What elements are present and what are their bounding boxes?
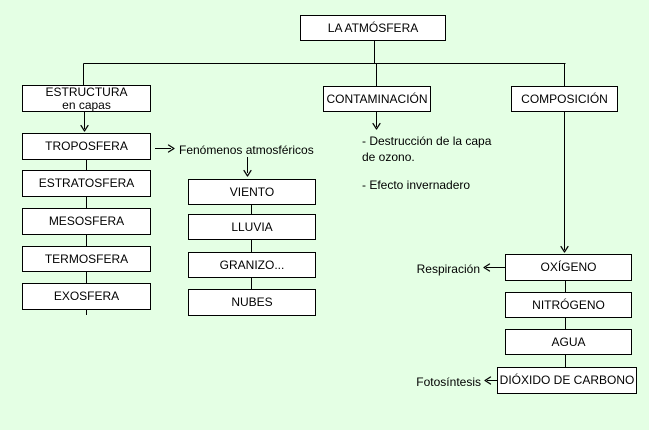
box-lluvia-label: LLUVIA xyxy=(231,219,273,234)
box-troposfera-label: TROPOSFERA xyxy=(45,139,128,153)
fotosintesis-label: Fotosíntesis xyxy=(416,375,481,389)
box-nitrogeno: NITRÓGENO xyxy=(505,292,632,318)
box-contaminacion-label: CONTAMINACIÓN xyxy=(326,91,428,106)
box-composicion: COMPOSICIÓN xyxy=(511,86,618,112)
box-composicion-label: COMPOSICIÓN xyxy=(521,91,608,106)
box-troposfera: TROPOSFERA xyxy=(22,133,151,160)
box-dioxido-de-carbono-label: DIÓXIDO DE CARBONO xyxy=(499,373,635,387)
respiracion-label: Respiración xyxy=(416,262,480,276)
contaminacion-note-ozono-line2: de ozono. xyxy=(362,150,415,164)
box-nitrogeno-label: NITRÓGENO xyxy=(532,297,605,312)
box-mesosfera-label: MESOSFERA xyxy=(48,214,125,228)
box-estructura-label-line2: en capas xyxy=(62,97,111,112)
box-estructura-en-capas: ESTRUCTURA en capas xyxy=(22,85,151,112)
box-agua-label: AGUA xyxy=(551,334,586,349)
box-nubes: NUBES xyxy=(188,289,316,316)
box-oxigeno-label: OXÍGENO xyxy=(540,260,597,274)
box-agua: AGUA xyxy=(505,329,632,355)
arrowheads xyxy=(80,122,569,385)
box-oxigeno: OXÍGENO xyxy=(505,254,632,281)
box-mesosfera: MESOSFERA xyxy=(22,208,151,235)
box-estratosfera-label: ESTRATOSFERA xyxy=(38,176,135,190)
box-exosfera-label: EXOSFERA xyxy=(53,289,120,303)
box-estructura-label-line1: ESTRUCTURA xyxy=(45,84,128,99)
contaminacion-note-invernadero: - Efecto invernadero xyxy=(362,178,471,192)
box-termosfera: TERMOSFERA xyxy=(22,246,151,272)
contaminacion-note-ozono-line1: - Destrucción de la capa xyxy=(362,134,492,148)
connector-line-paths xyxy=(83,41,566,381)
box-estratosfera: ESTRATOSFERA xyxy=(22,170,151,197)
box-dioxido-de-carbono: DIÓXIDO DE CARBONO xyxy=(497,367,637,394)
box-viento: VIENTO xyxy=(188,179,316,205)
box-nubes-label: NUBES xyxy=(231,295,273,309)
box-contaminacion: CONTAMINACIÓN xyxy=(323,86,431,112)
box-viento-label: VIENTO xyxy=(229,184,275,199)
box-la-atmosfera: LA ATMÓSFERA xyxy=(300,15,446,41)
box-lluvia: LLUVIA xyxy=(188,214,316,240)
box-exosfera: EXOSFERA xyxy=(22,283,151,310)
fenomenos-label: Fenómenos atmosféricos xyxy=(179,143,314,157)
box-termosfera-label: TERMOSFERA xyxy=(44,251,129,266)
box-la-atmosfera-label: LA ATMÓSFERA xyxy=(327,20,419,35)
box-granizo: GRANIZO... xyxy=(188,252,316,278)
box-granizo-label: GRANIZO... xyxy=(219,257,285,272)
